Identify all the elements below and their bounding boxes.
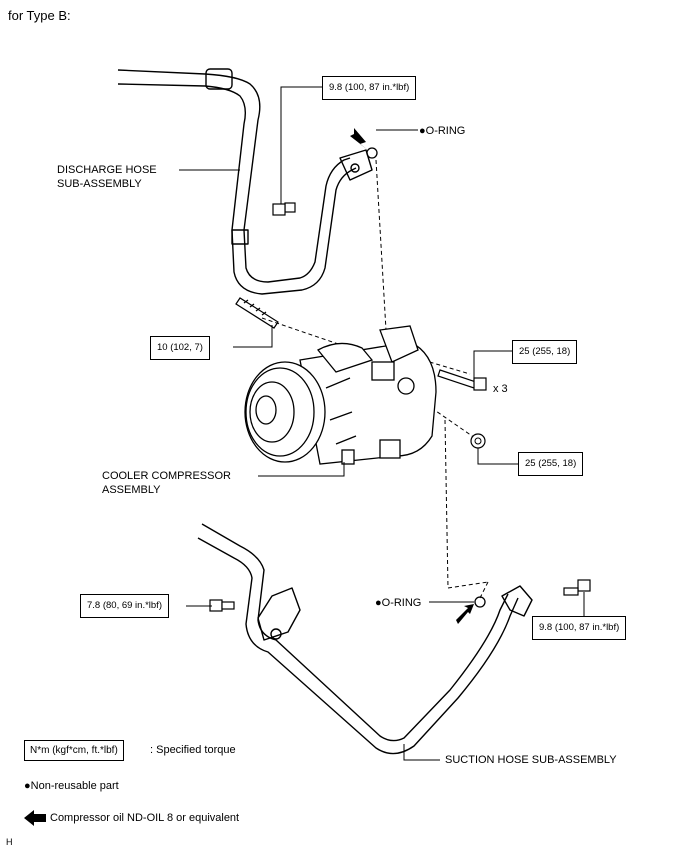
torque-suction-bolt-right: 9.8 (100, 87 in.*lbf)	[532, 616, 627, 640]
suction-hose-drawing	[197, 523, 533, 755]
figure-id: H	[6, 837, 13, 847]
compressor-drawing	[244, 325, 437, 465]
oil-arrow-bottom	[456, 604, 474, 624]
compressor-bolt-drawing	[437, 369, 487, 391]
discharge-bolt-drawing	[272, 202, 296, 216]
oil-arrow-top	[350, 128, 368, 150]
legend-non-reusable: ●Non-reusable part	[24, 780, 119, 792]
torque-compressor-bolt: 25 (255, 18)	[512, 340, 578, 364]
torque-discharge-bolt: 9.8 (100, 87 in.*lbf)	[322, 76, 417, 100]
page-heading: for Type B:	[8, 8, 71, 23]
o-ring-bottom-label: ●O-RING	[375, 597, 422, 609]
legend-torque-box: N*m (kgf*cm, ft.*lbf)	[24, 740, 124, 761]
compressor-label: COOLER COMPRESSOR ASSEMBLY	[102, 470, 231, 496]
legend-torque-desc: : Specified torque	[150, 744, 236, 756]
torque-suction-bolt-left: 7.8 (80, 69 in.*lbf)	[80, 594, 169, 618]
o-ring-bottom-drawing	[474, 596, 486, 608]
discharge-hose-drawing	[117, 68, 373, 295]
o-ring-top-drawing	[366, 147, 378, 159]
legend-oil-arrow	[24, 810, 46, 826]
leader-lines	[179, 86, 585, 761]
suction-hose-label: SUCTION HOSE SUB-ASSEMBLY	[445, 754, 617, 766]
torque-stud: 10 (102, 7)	[150, 336, 210, 360]
stud-drawing	[235, 297, 279, 329]
discharge-hose-label: DISCHARGE HOSE SUB-ASSEMBLY	[57, 164, 157, 190]
quantity-label: x 3	[493, 383, 508, 395]
legend-oil: Compressor oil ND-OIL 8 or equivalent	[50, 812, 240, 824]
o-ring-top-label: ●O-RING	[419, 125, 466, 137]
nut-drawing	[470, 433, 486, 449]
torque-compressor-nut: 25 (255, 18)	[518, 452, 584, 476]
